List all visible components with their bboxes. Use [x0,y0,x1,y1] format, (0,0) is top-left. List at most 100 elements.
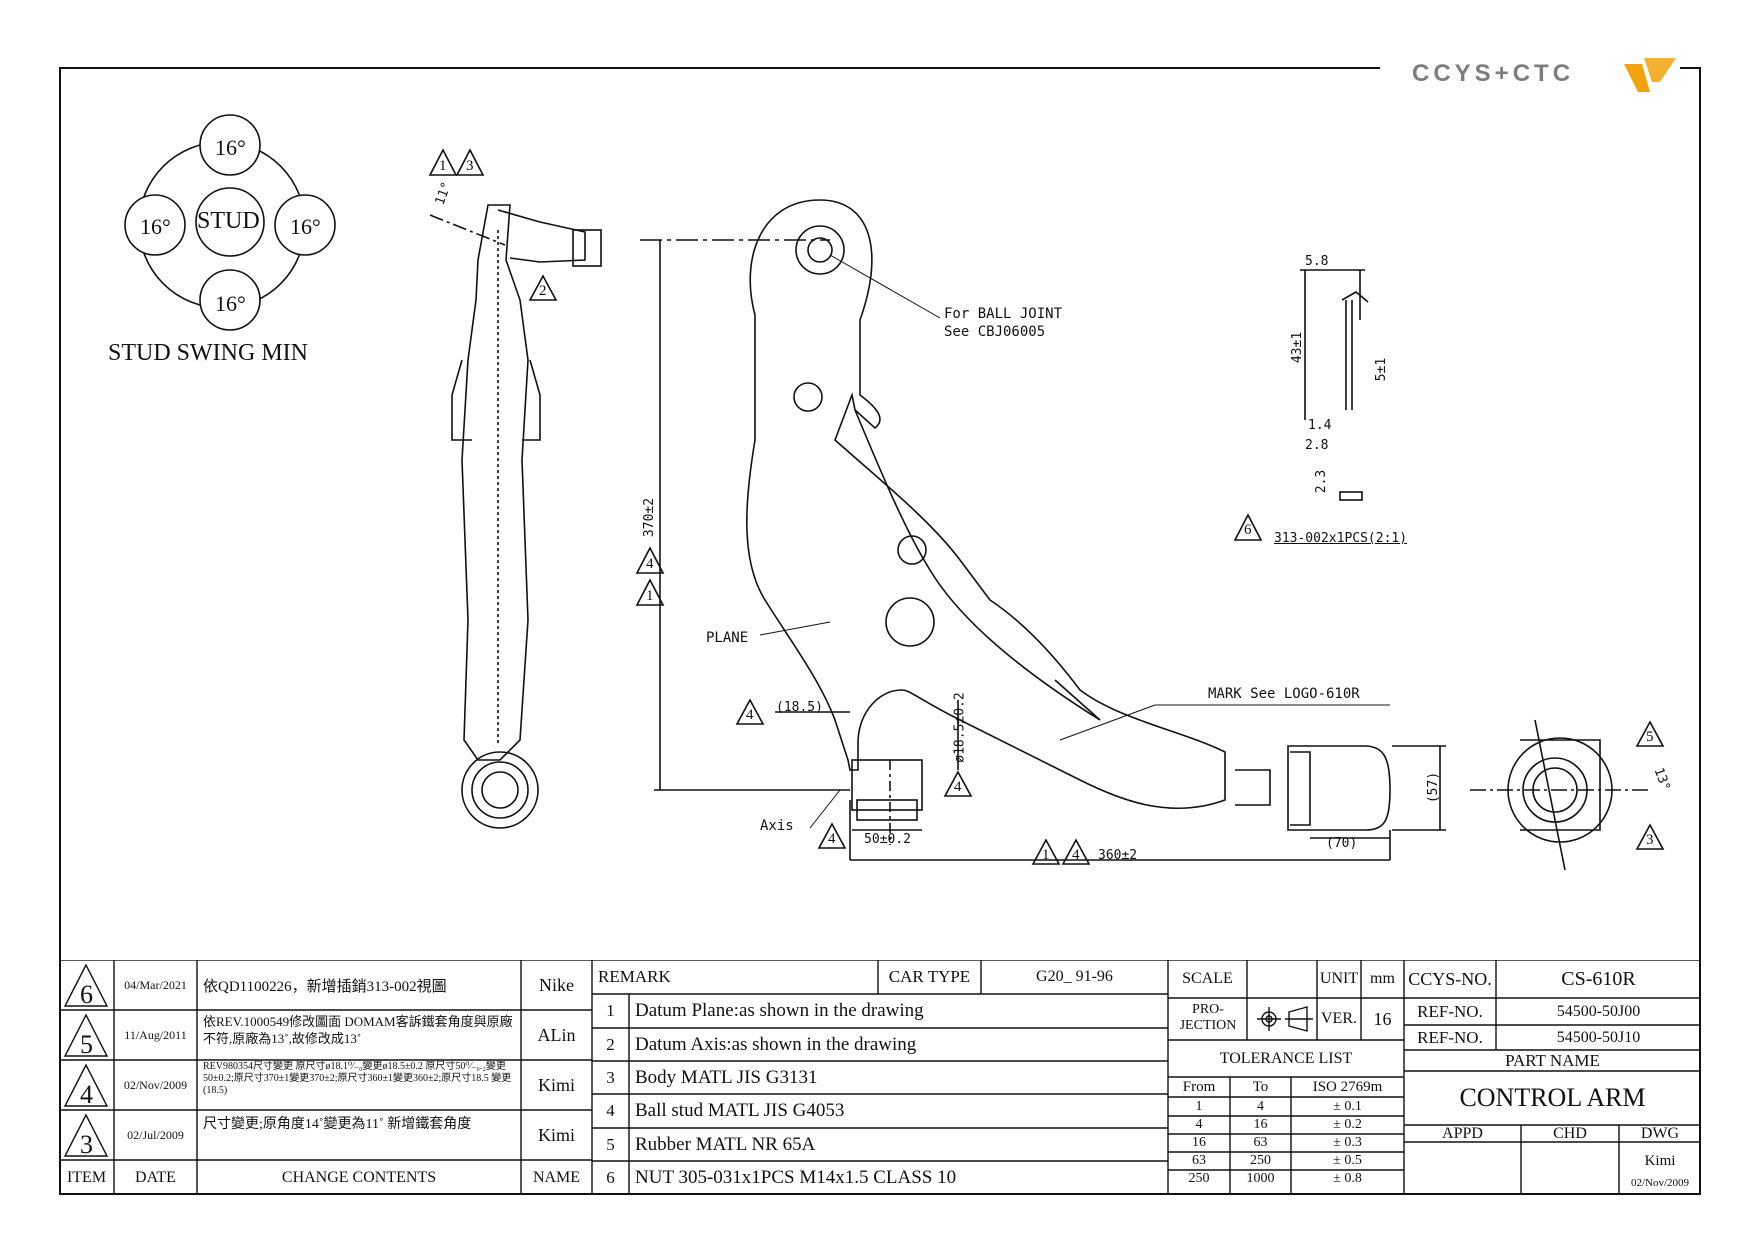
mark-logo-label: MARK See LOGO-610R [1208,686,1360,702]
tol-to-3: 63 [1253,1135,1268,1150]
remark-text-5: Rubber MATL NR 65A [635,1133,816,1155]
scale-value [1247,960,1317,998]
tol-to-1: 4 [1257,1098,1264,1114]
rev-mark-2: 2 [539,283,547,299]
stud-angle-right: 16° [290,214,321,239]
dim-length: 360±2 [1098,848,1138,863]
ref-no-value-1: 54500-50J00 [1556,1002,1641,1020]
ref-no-label-1: REF-NO. [1417,1001,1483,1021]
remark-title: REMARK [598,967,671,986]
remark-no-2: 2 [606,1034,615,1054]
tol-from-1: 1 [1195,1098,1203,1114]
rev-mark-1-length: 1 [1042,847,1050,863]
ref-no-value-2: 54500-50J10 [1556,1028,1641,1046]
remark-text-1: Datum Plane:as shown in the drawing [635,1000,924,1021]
rev-name-6: Nike [539,974,574,995]
remark-no-5: 5 [606,1134,615,1154]
tol-to-2: 16 [1253,1117,1268,1132]
tol-to-4: 250 [1250,1153,1271,1168]
tol-val-4: ± 0.5 [1333,1153,1362,1168]
ball-joint-note-2: See CBJ06005 [944,324,1046,340]
brand-logo-text: CCYS+CTC [1412,60,1575,87]
dim-pin-d1: 1.4 [1308,418,1332,433]
rev-change-6: 依QD1100226，新增插銷313-002視圖 [203,978,447,995]
rev-mark-5-end: 5 [1646,729,1654,745]
pin-part-label: 313-002x1PCS(2:1) [1274,531,1408,546]
dim-pin-d2: 2.8 [1305,438,1329,453]
unit-value: mm [1370,970,1395,987]
rev-mark-3-end: 3 [1646,832,1654,848]
chd-label: CHD [1553,1125,1587,1142]
tol-to-5: 1000 [1246,1171,1275,1186]
axis-label: Axis [760,818,794,834]
tol-val-1: ± 0.1 [1333,1098,1362,1114]
dim-height: 370±2 [642,497,658,538]
rev-date-5: 11/Aug/2011 [124,1027,187,1042]
tol-header-from: From [1182,1078,1216,1095]
ref-no-label-2: REF-NO. [1417,1027,1483,1047]
unit-label: UNIT [1319,970,1359,987]
rev-mark-4-offset: 4 [746,707,754,723]
dim-pin-width: 5.8 [1305,254,1329,269]
drawn-by: Kimi [1644,1152,1676,1169]
stud-center-label: STUD [197,208,260,234]
rev-mark-4-length: 4 [1072,847,1080,863]
rev-header-date: DATE [135,1168,176,1186]
rev-header-change: CHANGE CONTENTS [281,1168,437,1186]
stud-angle-top: 16° [215,135,246,160]
title-block-grid [59,960,1701,1195]
rev-mark-1-top: 1 [439,158,447,174]
rev-mark-3-top: 3 [466,158,474,174]
dim-pin-length: 43±1 [1290,331,1306,364]
tol-header-to: To [1252,1078,1269,1095]
rev-mark-4-side: 4 [646,556,654,572]
dwg-label: DWG [1640,1125,1680,1142]
rev-item-6: 6 [80,980,93,1009]
rev-item-4: 4 [80,1080,93,1109]
tol-val-5: ± 0.8 [1333,1171,1362,1186]
ccys-no-value: CS-610R [1561,967,1636,990]
car-type-label: CAR TYPE [888,967,971,986]
rev-mark-1-side: 1 [646,588,654,604]
rev-header-name: NAME [532,1168,581,1186]
plane-label: PLANE [706,630,749,646]
tol-header-iso: ISO 2769m [1312,1078,1383,1095]
rev-change-4: REV980354尺寸變更 原尺寸ø18.1⁰⁄₋₀變更ø18.5±0.2 原尺… [203,1061,512,1096]
dim-bushing-dia: ø18.5±0.2 [952,692,968,763]
rev-change-3: 尺寸變更;原角度14˚變更為11˚ 新增鐵套角度 [203,1117,472,1132]
part-name-label: PART NAME [1505,1050,1600,1070]
appd-label: APPD [1442,1125,1483,1142]
rev-mark-4-dia: 4 [954,779,962,795]
tol-from-5: 250 [1188,1171,1210,1186]
drawing-frame [59,67,1701,1195]
stud-angle-left: 16° [140,214,171,239]
remark-text-3: Body MATL JIS G3131 [635,1066,818,1088]
dim-ball-height: (57) [1426,771,1442,804]
remark-no-4: 4 [606,1101,615,1120]
tol-from-2: 4 [1195,1117,1203,1132]
projection-label: PRO-JECTION [1179,1002,1237,1033]
rev-name-5: ALin [537,1024,576,1045]
ball-joint-note-1: For BALL JOINT [944,306,1063,322]
rev-name-4: Kimi [537,1074,575,1095]
drawn-date: 02/Nov/2009 [1630,1177,1690,1189]
tol-from-4: 63 [1192,1153,1206,1168]
rev-mark-6-pin: 6 [1244,522,1252,538]
rev-name-3: Kimi [537,1124,575,1145]
tolerance-title: TOLERANCE LIST [1219,1049,1353,1067]
car-type-value: G20_ 91-96 [1036,968,1113,985]
rev-mark-4-axis: 4 [828,831,836,847]
remark-text-4: Ball stud MATL JIS G4053 [635,1100,845,1121]
dim-pin-wire: 2.3 [1314,469,1330,494]
tol-from-3: 16 [1192,1135,1206,1150]
part-name-value: CONTROL ARM [1459,1083,1646,1112]
tol-val-2: ± 0.2 [1333,1117,1362,1132]
rev-date-6: 04/Mar/2021 [124,977,187,992]
tol-val-3: ± 0.3 [1333,1135,1362,1150]
ccys-no-label: CCYS-NO. [1408,968,1492,989]
rev-item-3: 3 [80,1130,93,1159]
dim-ball-width: (70) [1326,836,1358,851]
remark-text-6: NUT 305-031x1PCS M14x1.5 CLASS 10 [635,1167,957,1188]
brand-logo-mark [1624,58,1676,92]
dim-bushing-width: 50±0.2 [864,832,911,847]
